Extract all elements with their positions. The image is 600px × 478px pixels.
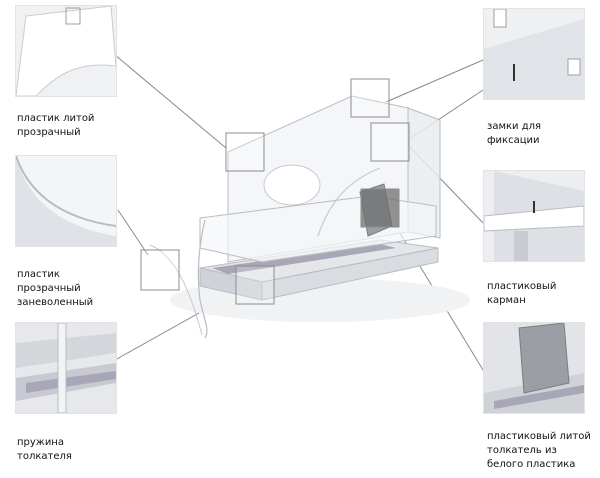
marker-pocket [370, 122, 410, 162]
marker-pusher [360, 188, 400, 228]
detail-thumb-pocket [483, 170, 585, 262]
detail-thumb-cast-plastic [15, 5, 117, 97]
detail-thumb-spring [15, 322, 117, 414]
detail-thumb-bent-plastic [15, 155, 117, 247]
label-locks: замки для фиксации [487, 121, 542, 146]
marker-bent-plastic [140, 249, 180, 291]
label-pusher: пластиковый литой толкатель из белого пл… [487, 431, 591, 470]
curved-sheet [197, 219, 208, 339]
base-tray [199, 239, 439, 301]
detail-markers [140, 78, 410, 305]
leader-line-locks [385, 59, 484, 103]
detail-thumb-pusher [483, 322, 585, 414]
label-bent-plastic: пластик прозрачный заневоленный [17, 269, 94, 308]
leader-line-bent-plastic [117, 209, 149, 256]
label-spring: пружина толкателя [17, 437, 72, 462]
label-cast-plastic: пластик литой прозрачный [17, 113, 95, 138]
marker-spring [235, 265, 275, 305]
detail-thumb-locks [483, 8, 585, 100]
leader-line-cast-plastic [114, 54, 227, 149]
marker-cast-plastic [225, 132, 265, 172]
marker-locks [350, 78, 390, 118]
label-pocket: пластиковый карман [487, 281, 557, 306]
